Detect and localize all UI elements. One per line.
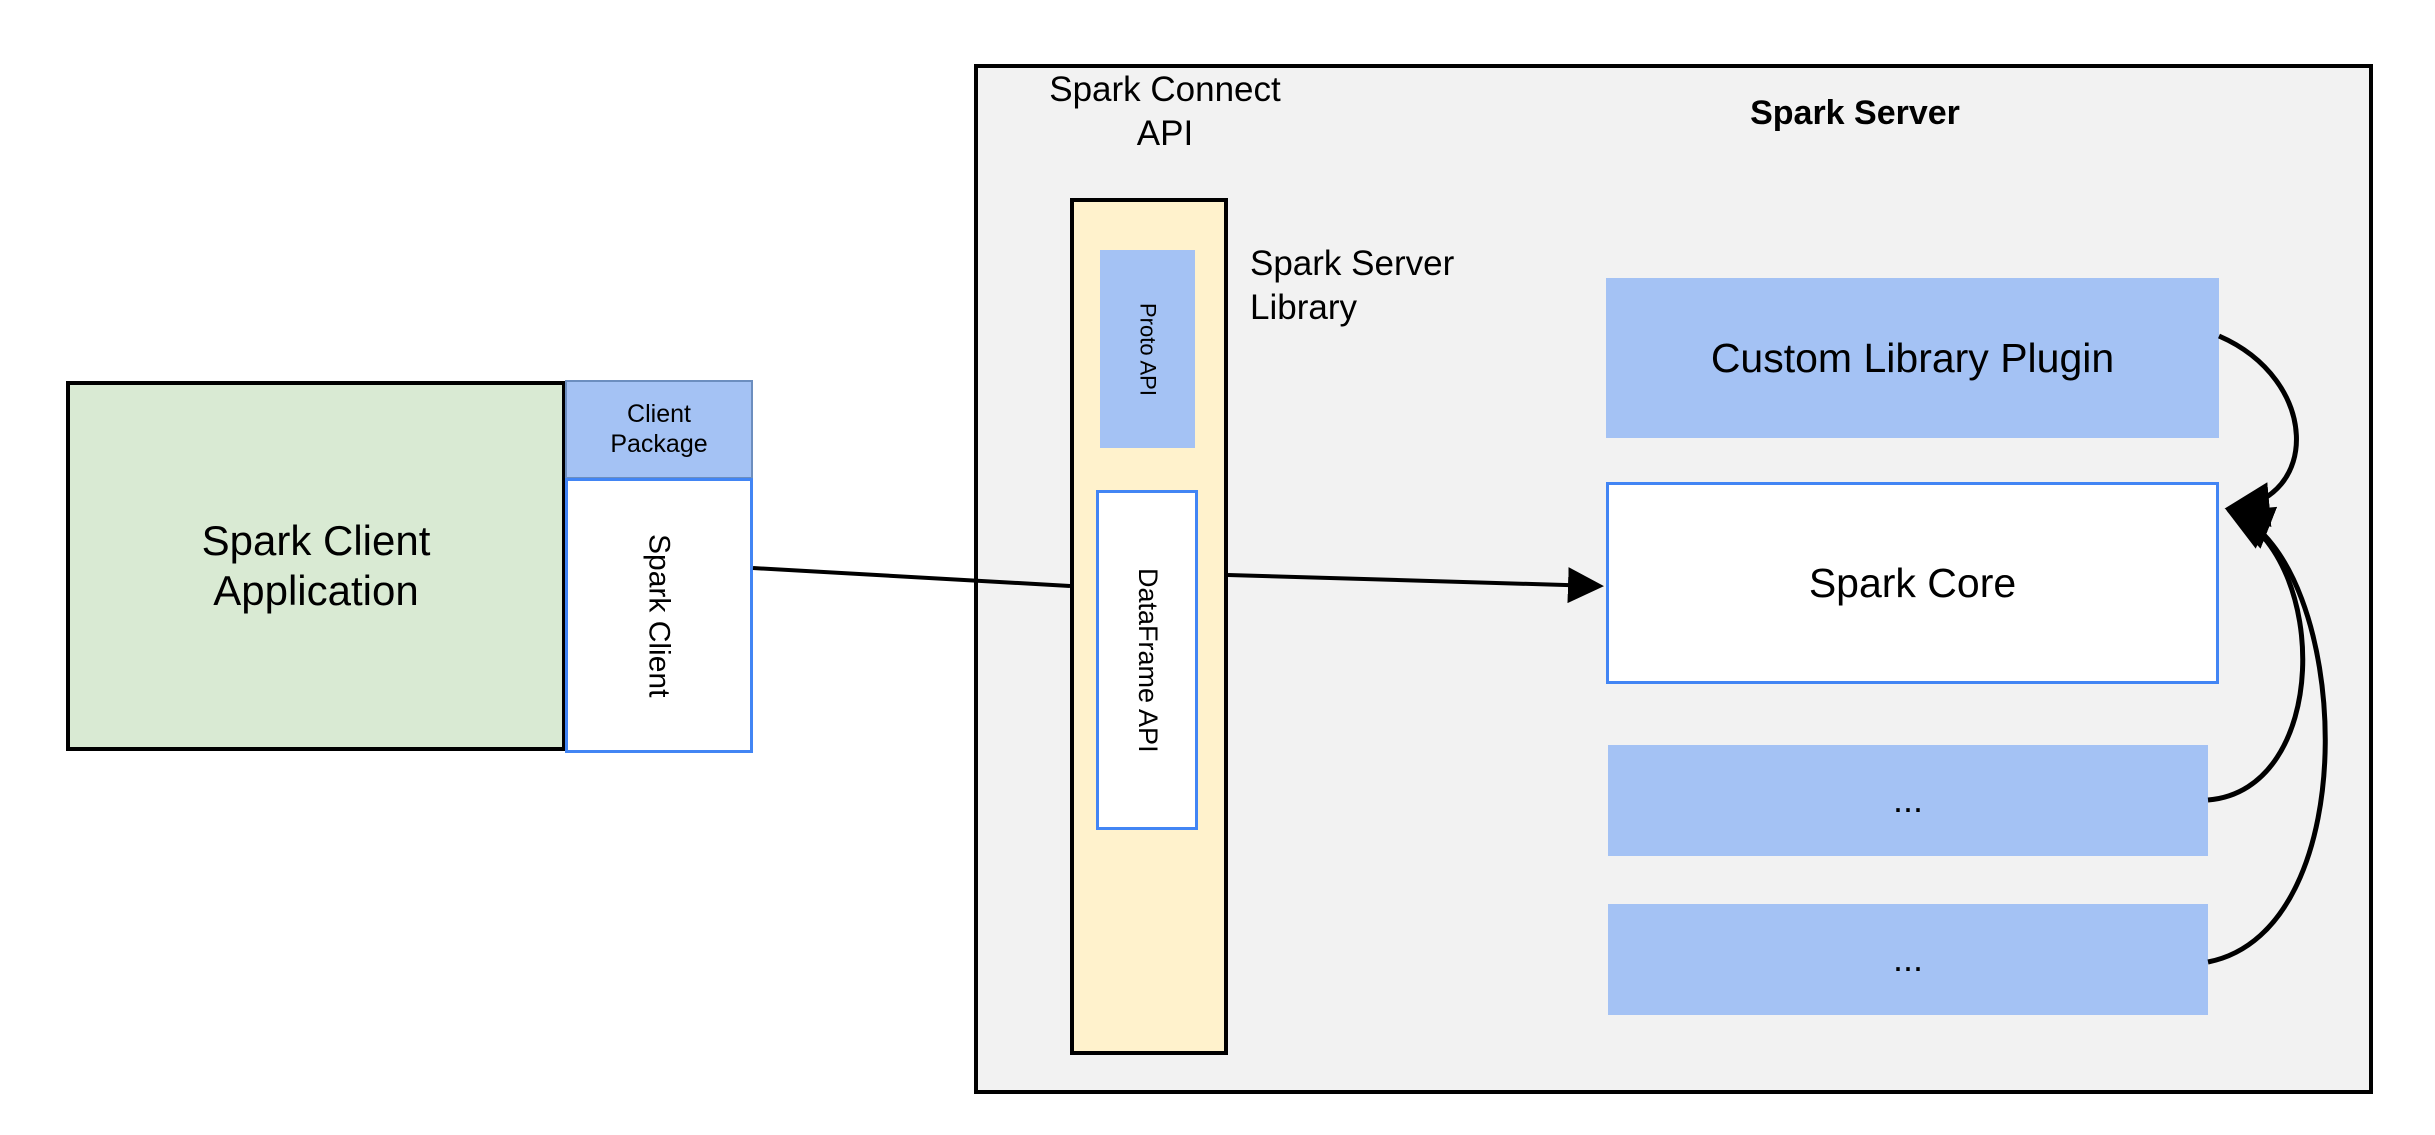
dataframe-api-label: DataFrame API: [1132, 567, 1163, 753]
spark-connect-api-label: Spark Connect API: [1049, 70, 1281, 153]
client-package-label: Client Package: [610, 400, 708, 458]
spark-client-label: Spark Client: [642, 533, 676, 698]
spark-core-label: Spark Core: [1808, 559, 2017, 606]
spark-client-application-box[interactable]: Spark Client Application: [66, 381, 566, 751]
custom-library-plugin-box[interactable]: Custom Library Plugin: [1606, 278, 2219, 438]
plugin-placeholder-box-1[interactable]: ...: [1608, 745, 2208, 856]
plugin-placeholder-label-2: ...: [1892, 938, 1923, 980]
proto-api-label: Proto API: [1135, 302, 1161, 396]
dataframe-api-box[interactable]: DataFrame API: [1096, 490, 1198, 830]
plugin-placeholder-box-2[interactable]: ...: [1608, 904, 2208, 1015]
client-package-box[interactable]: Client Package: [565, 380, 753, 479]
spark-core-box[interactable]: Spark Core: [1606, 482, 2219, 684]
proto-api-box[interactable]: Proto API: [1100, 250, 1195, 448]
spark-server-library-label: Spark Server Library: [1250, 244, 1455, 327]
plugin-placeholder-label-1: ...: [1892, 779, 1923, 821]
custom-library-plugin-label: Custom Library Plugin: [1710, 334, 2115, 381]
spark-client-box[interactable]: Spark Client: [565, 478, 753, 753]
spark-client-application-label: Spark Client Application: [201, 517, 431, 614]
spark-server-title: Spark Server: [1750, 94, 1960, 132]
